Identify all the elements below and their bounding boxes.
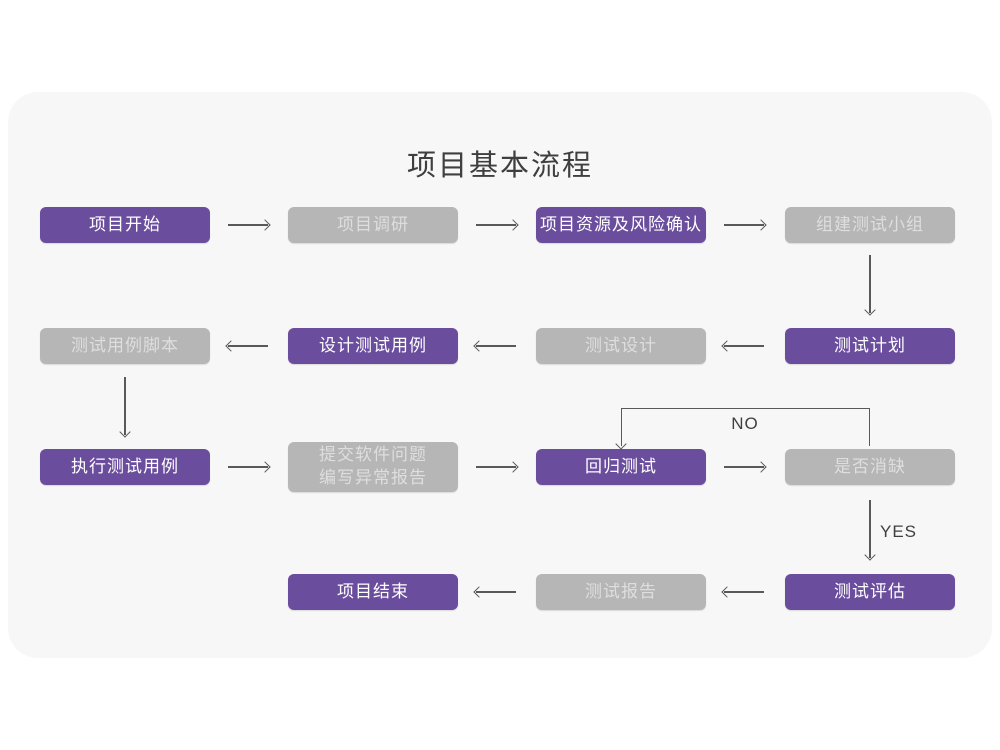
node-test-evaluation: 测试评估	[785, 574, 955, 610]
node-design-test-case: 设计测试用例	[288, 328, 458, 364]
node-execute-test-case: 执行测试用例	[40, 449, 210, 485]
node-build-test-team: 组建测试小组	[785, 207, 955, 243]
arrow-down	[119, 377, 131, 438]
node-project-end: 项目结束	[288, 574, 458, 610]
edge-label-yes: YES	[880, 522, 918, 541]
node-submit-issue-report: 提交软件问题 编写异常报告	[288, 442, 458, 492]
edge-label-no: NO	[731, 414, 759, 433]
node-resources-risk-confirm: 项目资源及风险确认	[536, 207, 706, 243]
arrow-right	[476, 219, 519, 231]
arrow-right	[228, 461, 271, 473]
node-test-plan: 测试计划	[785, 328, 955, 364]
node-test-case-script: 测试用例脚本	[40, 328, 210, 364]
arrow-down	[864, 255, 876, 316]
arrow-left	[225, 340, 268, 352]
arrow-right	[476, 461, 519, 473]
node-project-start: 项目开始	[40, 207, 210, 243]
node-test-report: 测试报告	[536, 574, 706, 610]
node-project-research: 项目调研	[288, 207, 458, 243]
arrow-right	[724, 219, 767, 231]
node-defect-cleared-check: 是否消缺	[785, 449, 955, 485]
node-test-design: 测试设计	[536, 328, 706, 364]
arrow-right	[724, 461, 767, 473]
flowchart-card	[8, 92, 992, 658]
no-loop-connector	[615, 408, 870, 450]
arrow-left	[473, 340, 516, 352]
arrow-left	[721, 340, 764, 352]
node-regression-test: 回归测试	[536, 449, 706, 485]
arrow-down-yes	[864, 500, 876, 561]
arrow-left	[721, 586, 764, 598]
arrow-left	[473, 586, 516, 598]
arrow-right	[228, 219, 271, 231]
page-title: 项目基本流程	[406, 150, 593, 182]
